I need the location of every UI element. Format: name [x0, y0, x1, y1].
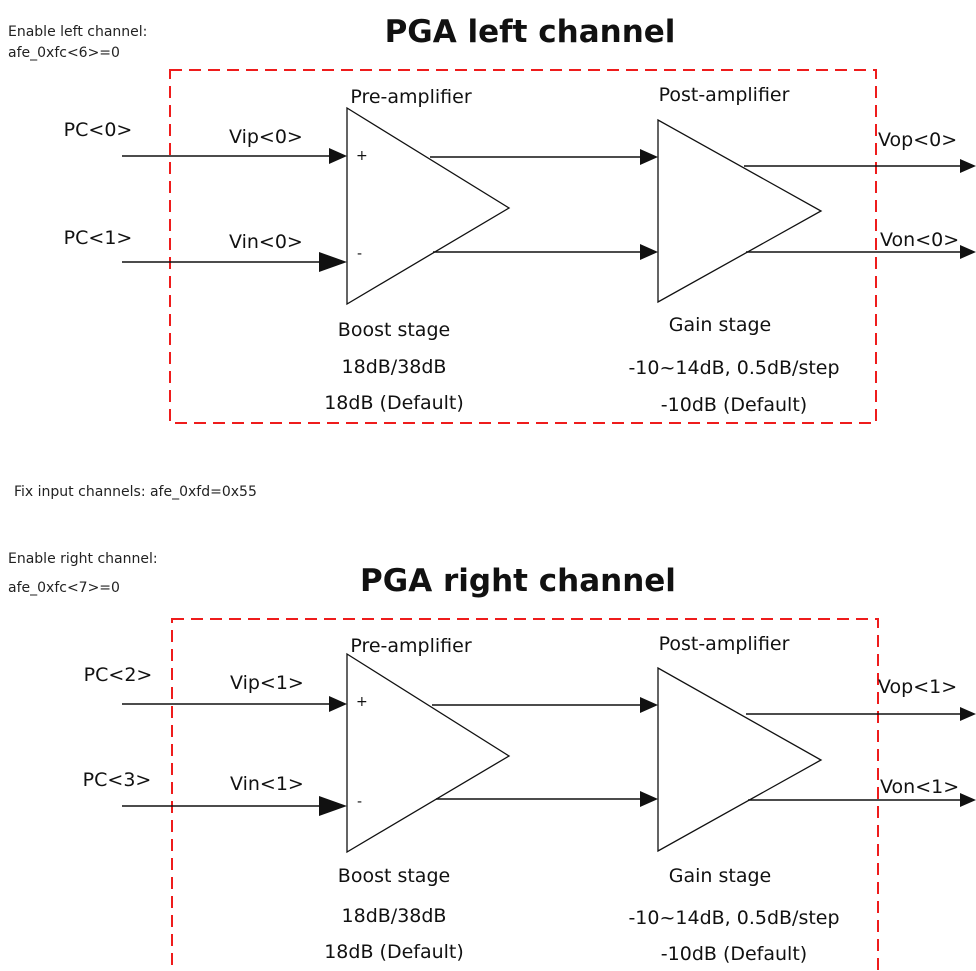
left-pin-pc0: PC<0>: [64, 119, 133, 141]
right-pre-amplifier-label: Pre-amplifier: [350, 635, 471, 657]
left-boost-stage-label: Boost stage: [338, 319, 450, 341]
right-channel-boundary: [171, 618, 879, 971]
enable-right-register: afe_0xfc<7>=0: [8, 580, 120, 596]
left-pre-amplifier: [346, 106, 511, 306]
right-boost-default: 18dB (Default): [324, 941, 464, 963]
left-stage-arrow-top: [640, 149, 658, 165]
right-channel-title: PGA right channel: [360, 563, 676, 599]
left-channel-title: PGA left channel: [385, 14, 676, 50]
right-gain-default: -10dB (Default): [661, 943, 807, 965]
left-gain-range: -10~14dB, 0.5dB/step: [628, 357, 839, 379]
pga-right-channel: Enable right channel: afe_0xfc<7>=0 PGA …: [8, 551, 976, 971]
enable-left-register: afe_0xfc<6>=0: [8, 45, 120, 61]
left-vop-arrow: [960, 159, 976, 173]
right-pin-pc3: PC<3>: [83, 769, 152, 791]
left-gain-default: -10dB (Default): [661, 394, 807, 416]
left-channel-boundary: [169, 69, 877, 424]
enable-left-label: Enable left channel:: [8, 24, 147, 40]
left-vip-label: Vip<0>: [229, 126, 303, 148]
left-vin-arrow: [319, 252, 347, 272]
right-minus-sign: -: [357, 794, 362, 810]
left-post-amplifier: [657, 118, 823, 304]
left-boost-default: 18dB (Default): [324, 392, 464, 414]
right-vop-arrow: [960, 707, 976, 721]
right-boost-range: 18dB/38dB: [342, 905, 447, 927]
right-pin-pc2: PC<2>: [84, 664, 153, 686]
left-gain-stage-label: Gain stage: [669, 314, 771, 336]
pga-left-channel: Enable left channel: afe_0xfc<6>=0 PGA l…: [8, 14, 976, 424]
left-vip-arrow: [329, 148, 347, 164]
fix-input-channels-note: Fix input channels: afe_0xfd=0x55: [14, 484, 257, 500]
right-vip-arrow: [329, 696, 347, 712]
right-gain-stage-label: Gain stage: [669, 865, 771, 887]
left-vop-label: Vop<0>: [878, 129, 957, 151]
enable-right-label: Enable right channel:: [8, 551, 158, 567]
right-stage-arrow-bottom: [640, 791, 658, 807]
right-vin-arrow: [319, 796, 347, 816]
right-von-arrow: [960, 793, 976, 807]
right-vip-label: Vip<1>: [230, 672, 304, 694]
left-pin-pc1: PC<1>: [64, 227, 133, 249]
right-gain-range: -10~14dB, 0.5dB/step: [628, 907, 839, 929]
right-vop-label: Vop<1>: [878, 676, 957, 698]
right-boost-stage-label: Boost stage: [338, 865, 450, 887]
right-post-amplifier-label: Post-amplifier: [659, 633, 790, 655]
left-vin-label: Vin<0>: [229, 231, 303, 253]
left-von-arrow: [960, 245, 976, 259]
left-von-label: Von<0>: [880, 229, 959, 251]
right-plus-sign: +: [356, 694, 368, 710]
right-von-label: Von<1>: [880, 776, 959, 798]
left-plus-sign: +: [356, 148, 368, 164]
left-stage-arrow-bottom: [640, 244, 658, 260]
left-post-amplifier-label: Post-amplifier: [659, 84, 790, 106]
left-boost-range: 18dB/38dB: [342, 356, 447, 378]
left-minus-sign: -: [357, 246, 362, 262]
right-pre-amplifier: [346, 652, 511, 854]
right-stage-arrow-top: [640, 697, 658, 713]
right-post-amplifier: [657, 666, 823, 853]
right-vin-label: Vin<1>: [230, 773, 304, 795]
left-pre-amplifier-label: Pre-amplifier: [350, 86, 471, 108]
